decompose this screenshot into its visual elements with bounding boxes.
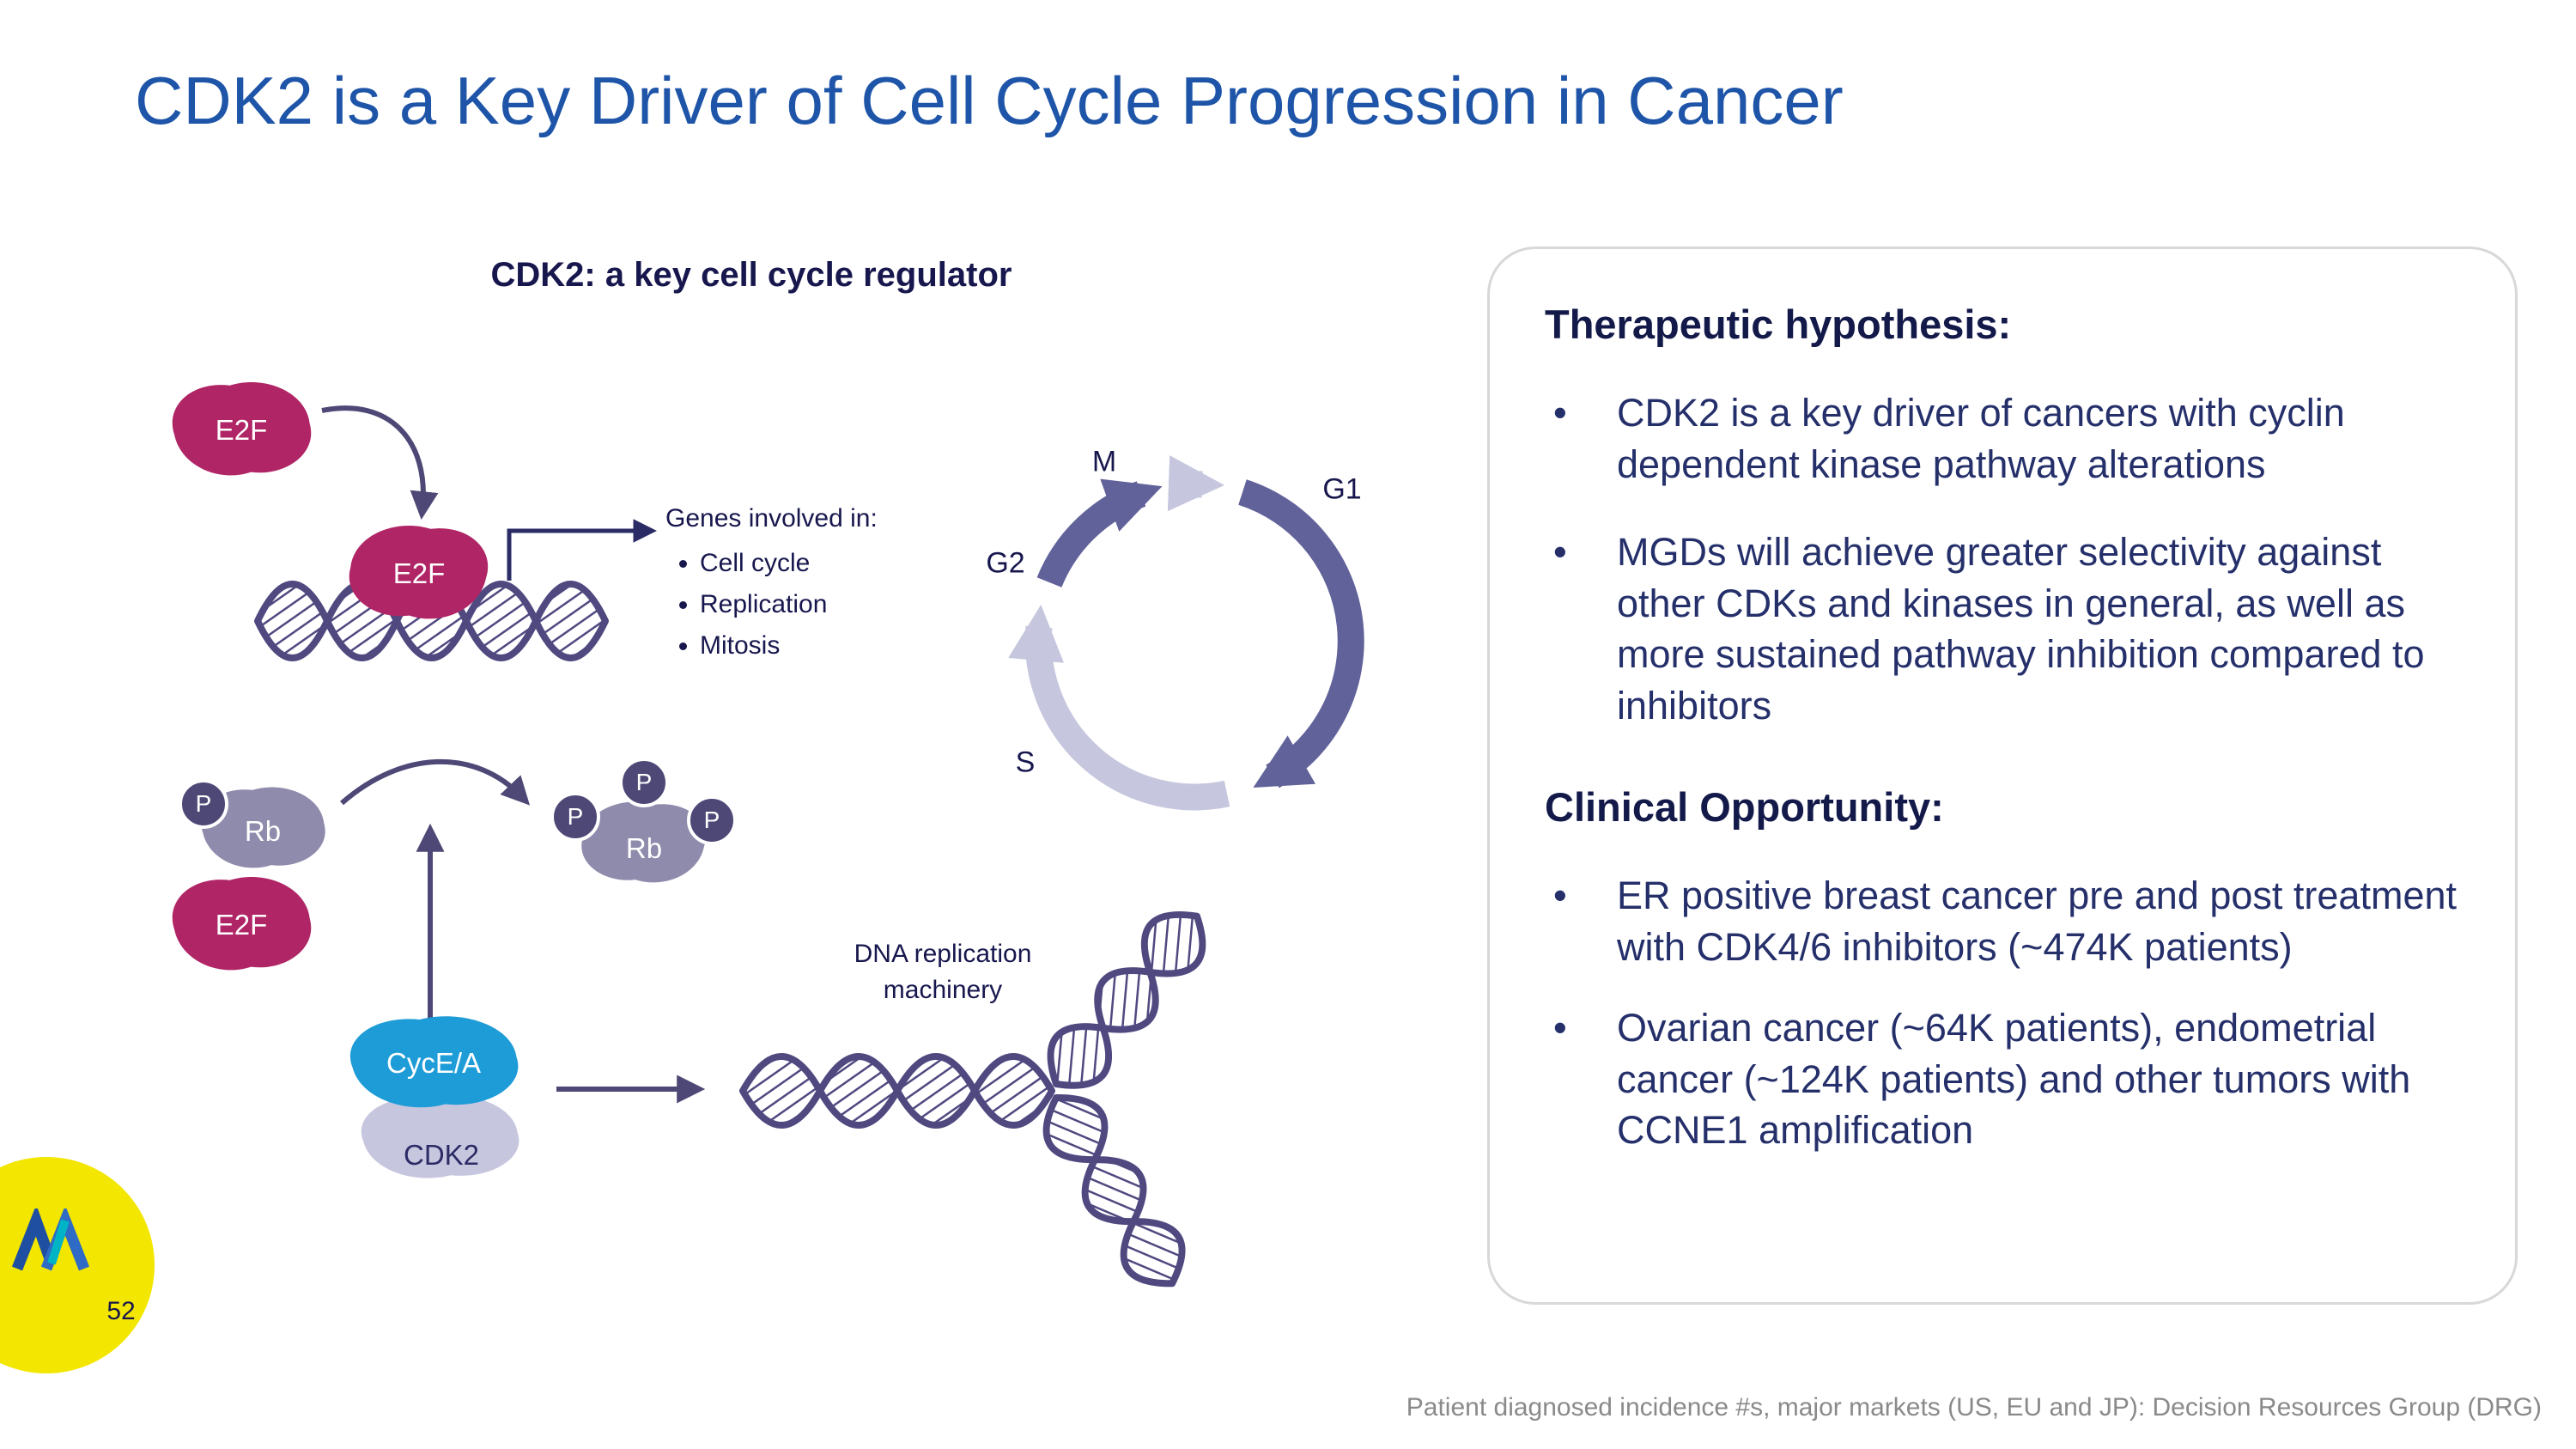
genes-intro: Genes involved in: xyxy=(665,504,878,533)
phase-s-label: S xyxy=(1015,746,1036,779)
diagram-heading: CDK2: a key cell cycle regulator xyxy=(490,256,1012,294)
page-number: 52 xyxy=(106,1297,136,1325)
bullet-item: CDK2 is a key driver of cancers with cyc… xyxy=(1545,387,2465,490)
clinical-bullets: ER positive breast cancer pre and post t… xyxy=(1545,870,2465,1156)
clinical-opportunity-heading: Clinical Opportunity: xyxy=(1545,784,1944,831)
e2f-to-dna-arrow xyxy=(321,405,439,521)
replication-fork xyxy=(739,911,1206,1288)
phospho-label: P xyxy=(703,807,720,833)
rb-label: Rb xyxy=(244,815,282,847)
phase-g2-label: G2 xyxy=(986,546,1025,580)
therapeutic-hypothesis-heading: Therapeutic hypothesis: xyxy=(1545,301,2012,347)
source-footnote: Patient diagnosed incidence #s, major ma… xyxy=(1406,1393,2542,1422)
phospho-label: P xyxy=(635,769,653,795)
cyclin-label: CycE/A xyxy=(386,1047,482,1079)
phospho-label: P xyxy=(567,803,584,830)
phospho-circle xyxy=(550,792,600,842)
bullet-item: MGDs will achieve greater selectivity ag… xyxy=(1545,527,2465,732)
e2f-label: E2F xyxy=(392,557,446,589)
phospho-circle xyxy=(179,779,228,829)
rb-phosphorylation-arrow xyxy=(340,758,531,806)
phospho-circle xyxy=(687,795,737,845)
phospho-label: P xyxy=(195,790,212,817)
company-logo-icon xyxy=(12,1209,89,1271)
genes-item: Mitosis xyxy=(700,625,878,667)
genes-item: Cell cycle xyxy=(700,543,878,584)
phase-g1-label: G1 xyxy=(1322,472,1362,506)
hypothesis-panel: Therapeutic hypothesis: CDK2 is a key dr… xyxy=(1487,247,2518,1305)
therapeutic-bullets: CDK2 is a key driver of cancers with cyc… xyxy=(1545,387,2465,732)
cdk2-label: CDK2 xyxy=(403,1139,480,1171)
cell-cycle-circle xyxy=(1008,455,1364,811)
e2f-label: E2F xyxy=(215,909,268,941)
phase-m-label: M xyxy=(1091,445,1117,478)
dna-replication-caption: DNA replication machinery xyxy=(854,940,1032,1004)
e2f-label: E2F xyxy=(215,414,268,446)
bullet-item: ER positive breast cancer pre and post t… xyxy=(1545,870,2465,973)
bullet-item: Ovarian cancer (~64K patients), endometr… xyxy=(1545,1002,2465,1157)
rb-label: Rb xyxy=(625,832,663,864)
slide-title: CDK2 is a Key Driver of Cell Cycle Progr… xyxy=(135,63,1844,138)
genes-list: Cell cycle Replication Mitosis xyxy=(665,543,878,667)
dna-helix xyxy=(254,581,609,661)
genes-item: Replication xyxy=(700,584,878,625)
genes-arrow xyxy=(507,519,657,581)
phospho-circle xyxy=(619,758,669,807)
genes-involved-block: Genes involved in: Cell cycle Replicatio… xyxy=(665,498,878,667)
